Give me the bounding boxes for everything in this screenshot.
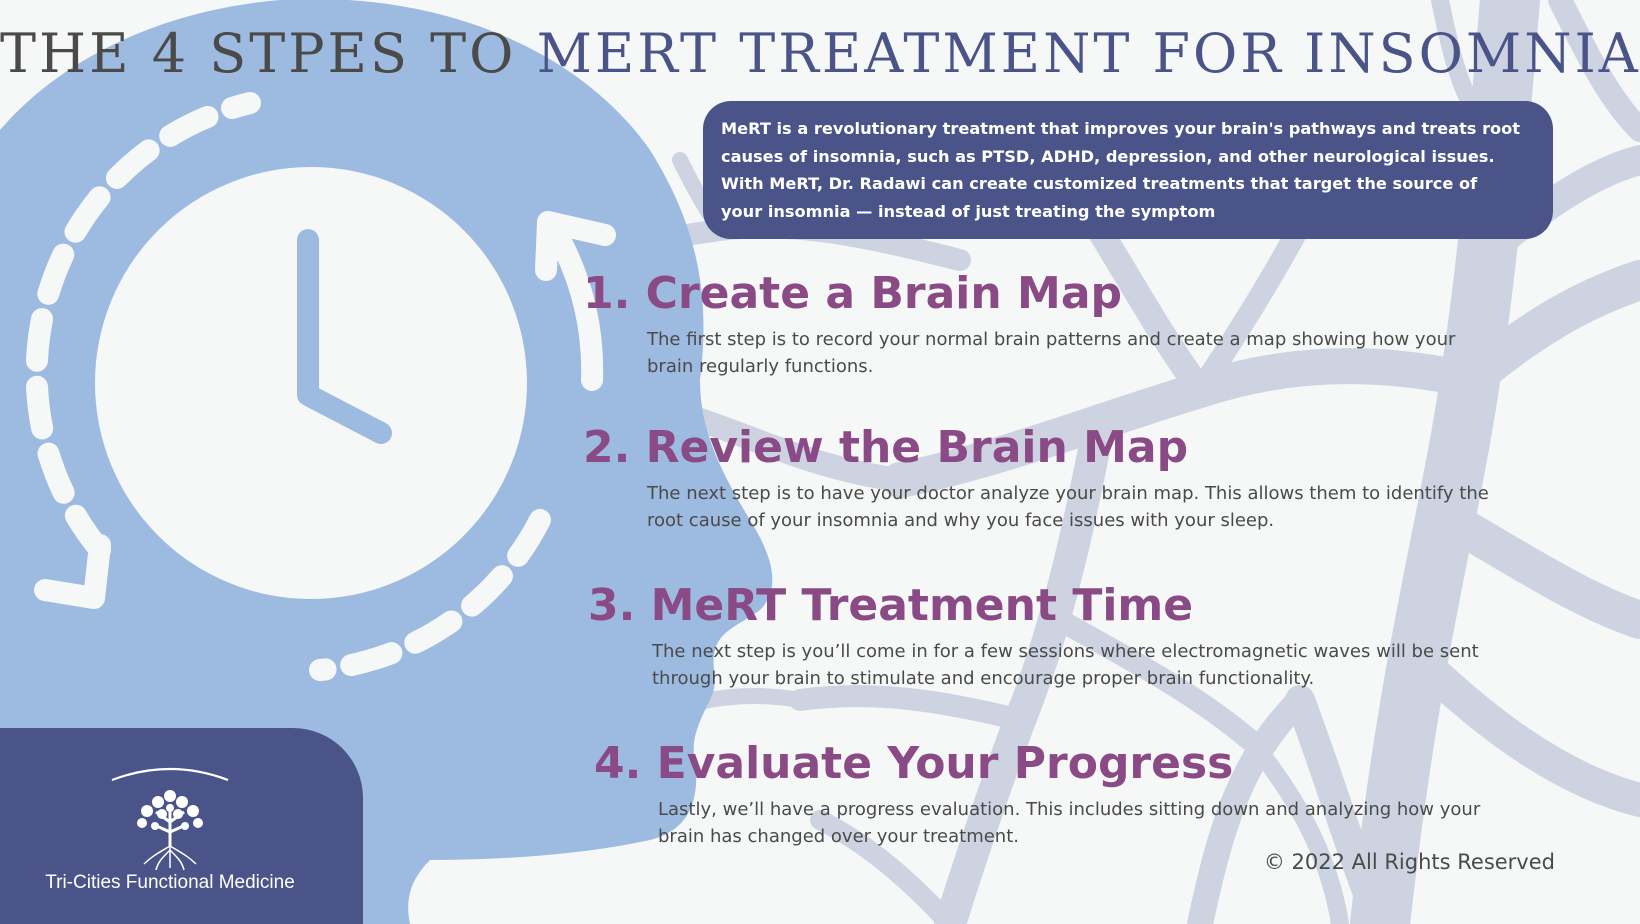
- step-3-text: The next step is you’ll come in for a fe…: [652, 641, 1479, 689]
- step-2: 2. Review the Brain Map The next step is…: [583, 422, 1503, 534]
- intro-box: MeRT is a revolutionary treatment that i…: [703, 101, 1553, 239]
- circular-arrows-icon: [25, 92, 616, 681]
- step-1-heading: 1. Create a Brain Map: [583, 268, 1122, 319]
- step-1-text: The first step is to record your normal …: [647, 329, 1456, 377]
- step-1: 1. Create a Brain Map The first step is …: [583, 268, 1503, 380]
- step-4-text: Lastly, we’ll have a progress evaluation…: [658, 799, 1481, 847]
- step-2-heading: 2. Review the Brain Map: [583, 422, 1189, 473]
- logo-box: Tri-Cities Functional Medicine: [0, 728, 363, 924]
- clock-icon: [95, 167, 527, 599]
- step-4-heading: 4. Evaluate Your Progress: [594, 738, 1234, 789]
- title-part-1: THE 4 STPES TO: [0, 22, 537, 85]
- intro-text: MeRT is a revolutionary treatment that i…: [721, 119, 1521, 221]
- copyright-text: © 2022 All Rights Reserved: [1263, 850, 1555, 874]
- step-4: 4. Evaluate Your Progress Lastly, we’ll …: [594, 738, 1514, 850]
- step-2-text: The next step is to have your doctor ana…: [647, 483, 1489, 531]
- logo-text: Tri-Cities Functional Medicine: [45, 872, 295, 893]
- step-3: 3. MeRT Treatment Time The next step is …: [588, 580, 1508, 692]
- tree-logo-icon: [111, 767, 229, 871]
- step-3-heading: 3. MeRT Treatment Time: [588, 580, 1194, 631]
- page-title: THE 4 STPES TO MERT TREATMENT FOR INSOMN…: [0, 22, 1640, 85]
- title-part-2: MERT TREATMENT FOR INSOMNIA: [536, 22, 1640, 85]
